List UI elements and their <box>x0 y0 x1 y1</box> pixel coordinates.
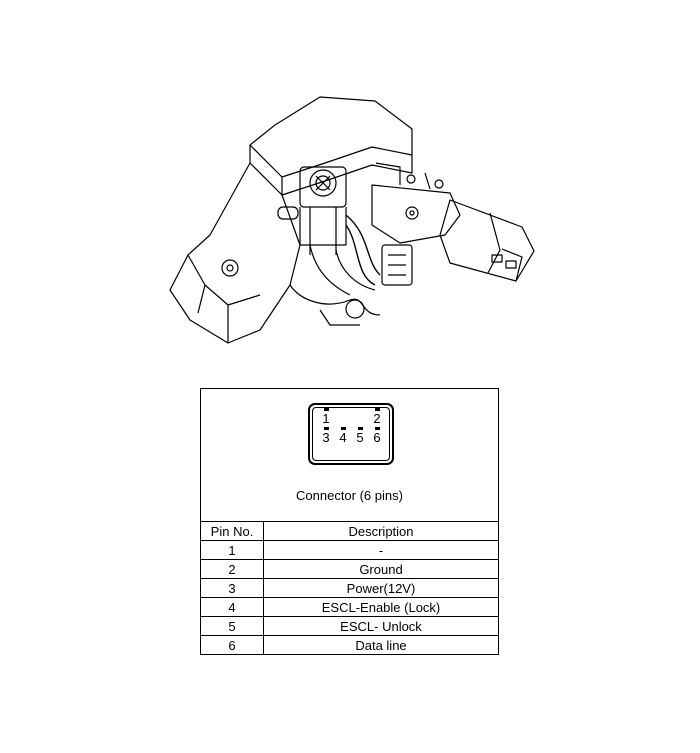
connector-housing <box>439 199 535 282</box>
pin-number-cell: 1 <box>200 540 264 560</box>
pin-2: 2 <box>370 408 384 426</box>
pin-number-cell: 4 <box>200 597 264 617</box>
pin-table: Pin No. Description 1 - 2 Ground 3 Power… <box>200 521 499 655</box>
wire-harness <box>345 214 381 286</box>
housing-top <box>249 96 413 178</box>
mount-hole <box>221 259 239 277</box>
header-pin-no: Pin No. <box>200 521 264 541</box>
side-slot <box>277 206 299 220</box>
table-row: 3 Power(12V) <box>200 578 499 598</box>
connector-diagram: 1 2 3 4 5 6 Connector (6 pins) <box>201 389 498 522</box>
table-row: 2 Ground <box>200 559 499 579</box>
table-row: 6 Data line <box>200 635 499 655</box>
pin-number-cell: 2 <box>200 559 264 579</box>
pin-description-cell: Ground <box>263 559 499 579</box>
lock-cylinder <box>299 166 347 208</box>
pin-1: 1 <box>319 408 333 426</box>
connector-pin-panel: 1 2 3 4 5 6 Connector (6 pins) Pin No. <box>200 388 499 655</box>
table-header-row: Pin No. Description <box>200 521 499 541</box>
pin-6: 6 <box>370 427 384 445</box>
pin-description-cell: ESCL- Unlock <box>263 616 499 636</box>
pin-number-cell: 6 <box>200 635 264 655</box>
pin-number-cell: 3 <box>200 578 264 598</box>
pin-description-cell: ESCL-Enable (Lock) <box>263 597 499 617</box>
pin-3: 3 <box>319 427 333 445</box>
pin-description-cell: Data line <box>263 635 499 655</box>
housing-top-edge <box>249 145 283 196</box>
pin-4: 4 <box>336 427 350 445</box>
connector-caption: Connector (6 pins) <box>296 488 403 503</box>
header-description: Description <box>263 521 499 541</box>
table-row: 4 ESCL-Enable (Lock) <box>200 597 499 617</box>
mount-bracket <box>371 184 461 244</box>
pin-5: 5 <box>353 427 367 445</box>
table-row: 5 ESCL- Unlock <box>200 616 499 636</box>
table-row: 1 - <box>200 540 499 560</box>
housing-left-body <box>169 162 301 344</box>
pin-number-cell: 5 <box>200 616 264 636</box>
harness-plug <box>381 244 413 286</box>
connector-face: 1 2 3 4 5 6 <box>308 403 394 465</box>
pin-description-cell: - <box>263 540 499 560</box>
escl-module-illustration <box>169 96 535 344</box>
pin-description-cell: Power(12V) <box>263 578 499 598</box>
